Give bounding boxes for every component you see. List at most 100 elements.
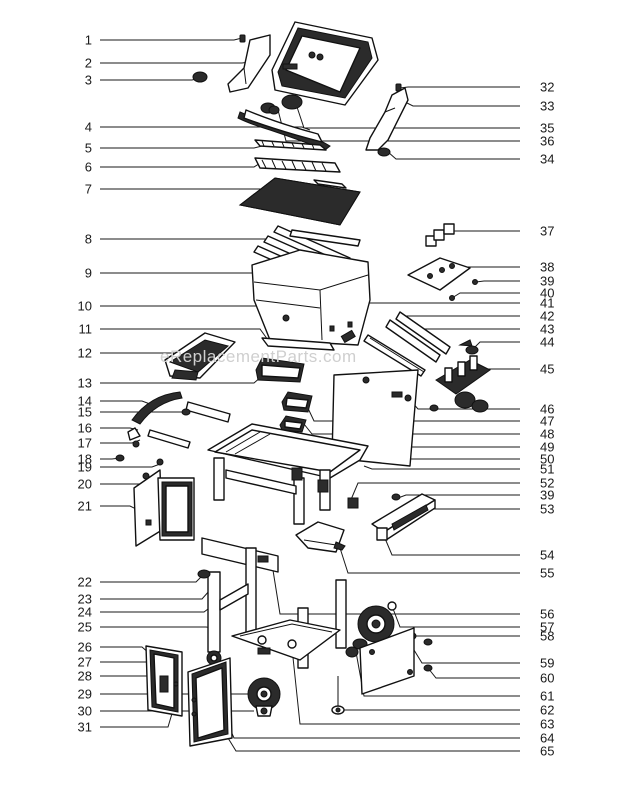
- callout-number: 22: [78, 575, 92, 590]
- leader-line: [100, 646, 151, 655]
- part-manifold-valves: [435, 339, 491, 413]
- callout-number: 40: [540, 286, 554, 301]
- leader-line: [295, 103, 520, 129]
- callout-number: 42: [540, 309, 554, 324]
- leader-line: [100, 37, 243, 41]
- part-right-end-cap: [365, 87, 409, 151]
- leader-line: [100, 238, 276, 241]
- leader-line: [445, 230, 520, 235]
- callout-number: 61: [540, 689, 554, 704]
- leader-line: [100, 400, 151, 405]
- leader-line: [100, 188, 269, 193]
- callout-number: 38: [540, 260, 554, 275]
- leader-line: [225, 719, 520, 739]
- part-warming-rack: [254, 139, 327, 151]
- callout-number: 18: [78, 452, 92, 467]
- leader-line: [339, 547, 520, 574]
- callout-number: 48: [540, 427, 554, 442]
- leader-line: [277, 109, 520, 142]
- part-cookbox: [251, 249, 371, 351]
- callout-number: 45: [540, 362, 554, 377]
- part-control-knobs: [425, 223, 455, 247]
- leader-line: [471, 341, 520, 351]
- leader-line: [397, 494, 520, 499]
- callout-number: 58: [540, 629, 554, 644]
- callout-number: 23: [78, 592, 92, 607]
- callout-number: 43: [540, 322, 554, 337]
- part-left-panel: [133, 458, 195, 547]
- callout-number: 41: [540, 296, 554, 311]
- leader-line: [399, 86, 520, 89]
- callout-number: 62: [540, 703, 554, 718]
- part-side-tray-left: [164, 332, 236, 381]
- callout-number: 57: [540, 620, 554, 635]
- part-side-tray-right: [347, 493, 436, 541]
- part-cart-frame: [207, 423, 369, 525]
- leader-line: [100, 267, 279, 274]
- part-bottom-shelf: [231, 619, 341, 661]
- callout-number: 7: [85, 182, 92, 197]
- part-right-panel: [345, 627, 433, 695]
- callout-number: 29: [78, 687, 92, 702]
- callout-number: 55: [540, 566, 554, 581]
- callout-number: 15: [78, 405, 92, 420]
- leader-line: [100, 505, 139, 511]
- callout-number: 5: [85, 141, 92, 156]
- callout-number: 47: [540, 414, 554, 429]
- leader-line: [100, 463, 161, 468]
- callout-number: 52: [540, 476, 554, 491]
- leader-line: [387, 151, 520, 160]
- part-catch-pan: [279, 391, 313, 433]
- callout-number: 33: [540, 99, 554, 114]
- part-burner-tubes: [340, 311, 451, 377]
- part-cooking-grate: [238, 177, 361, 226]
- callout-number: 25: [78, 620, 92, 635]
- callout-number: 35: [540, 121, 554, 136]
- leader-line: [100, 328, 269, 341]
- callout-number: 12: [78, 346, 92, 361]
- leader-line: [100, 61, 251, 64]
- part-lid: [271, 21, 379, 106]
- callout-number: 27: [78, 655, 92, 670]
- callout-number: 1: [85, 33, 92, 48]
- callout-number: 14: [78, 394, 92, 409]
- part-wheel: [247, 677, 281, 717]
- part-left-end-cap: [227, 34, 271, 93]
- leader-line: [100, 145, 263, 149]
- leader-line: [413, 649, 520, 664]
- callout-number: 34: [540, 152, 554, 167]
- callout-number: 11: [79, 322, 93, 337]
- leader-line: [451, 292, 520, 299]
- callout-number: 8: [85, 232, 92, 247]
- leader-line: [303, 423, 520, 435]
- callout-number: 60: [540, 671, 554, 686]
- leader-line: [363, 465, 520, 470]
- callout-number: 39: [540, 274, 554, 289]
- part-bottom-tray: [295, 521, 346, 553]
- leader-line: [100, 605, 213, 613]
- callout-number: 17: [78, 436, 92, 451]
- leader-line: [227, 737, 520, 752]
- callout-number: 21: [78, 499, 92, 514]
- callout-number: 19: [78, 460, 92, 475]
- callout-number: 24: [78, 605, 92, 620]
- leader-line: [100, 573, 205, 583]
- callout-number: 32: [540, 80, 554, 95]
- leader-line: [100, 626, 215, 629]
- callout-number: 54: [540, 548, 554, 563]
- callout-number: 63: [540, 717, 554, 732]
- parts-illustration: [115, 21, 491, 747]
- part-back-panel: [331, 369, 439, 467]
- leader-line: [100, 77, 201, 81]
- part-right-door: [187, 657, 233, 747]
- callout-number: 59: [540, 656, 554, 671]
- leader-line: [291, 647, 520, 725]
- callout-number: 44: [540, 335, 554, 350]
- callout-number: 2: [85, 56, 92, 71]
- part-control-panel: [407, 257, 478, 301]
- leader-line: [355, 651, 520, 697]
- watermark: eReplacementParts.com: [160, 347, 357, 366]
- part-knob-3: [192, 71, 208, 83]
- callout-number: 3: [85, 73, 92, 88]
